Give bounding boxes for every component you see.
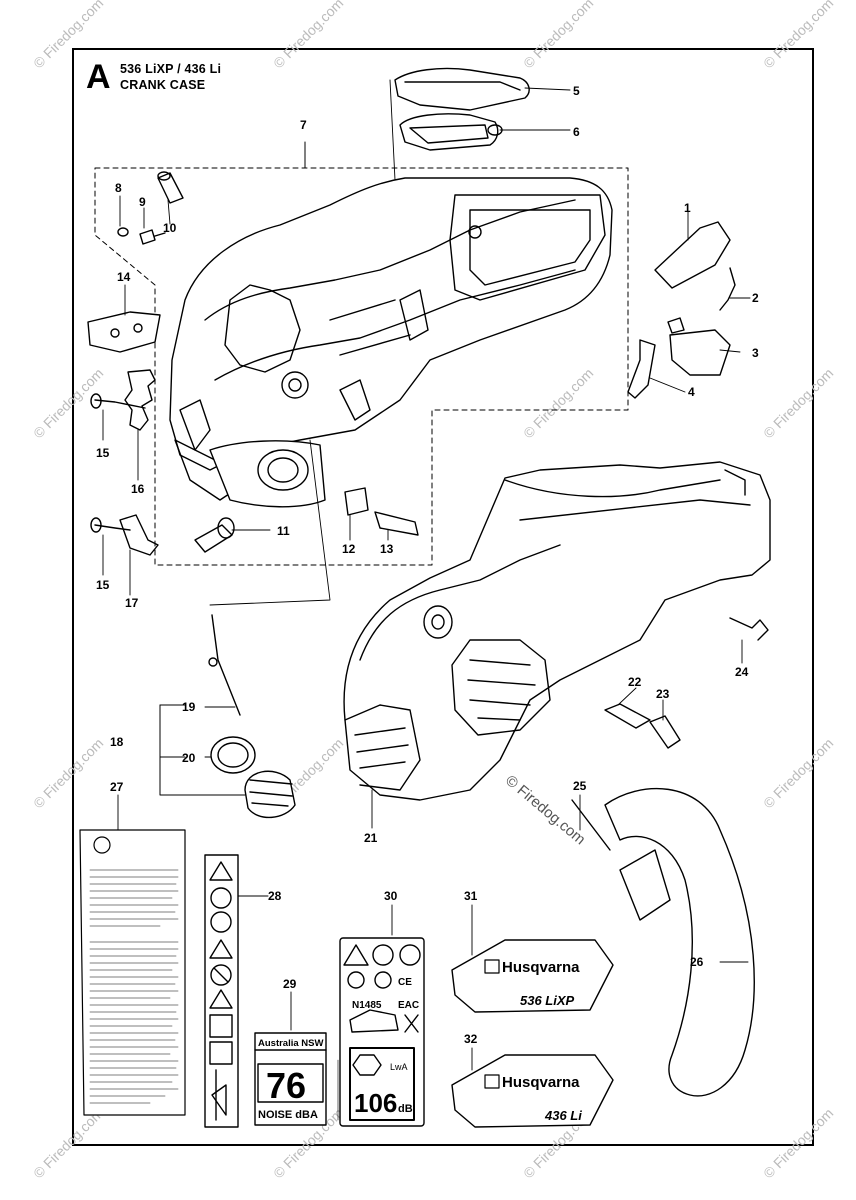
decal-29 xyxy=(254,1032,327,1126)
spring-part-22 xyxy=(604,703,651,729)
callout-31: 31 xyxy=(464,889,478,903)
callout-19: 19 xyxy=(182,700,196,714)
lever-part-1 xyxy=(654,221,731,289)
section-letter: A xyxy=(86,58,111,96)
spring-part-2-coil xyxy=(667,317,685,334)
screw-part-24 xyxy=(729,617,769,641)
plate-part-14 xyxy=(87,311,161,353)
noise-region: Australia NSW xyxy=(258,1038,323,1049)
lwa-unit: dB xyxy=(398,1103,413,1115)
callout-8: 8 xyxy=(115,181,122,195)
rotor-housing-part xyxy=(209,440,326,508)
leader-lines xyxy=(102,79,751,1071)
lwa-value: 106 xyxy=(354,1088,397,1118)
stop-part-12 xyxy=(344,487,369,516)
decal-27 xyxy=(79,829,186,1116)
valve-part-9 xyxy=(139,229,166,245)
callout-6: 6 xyxy=(573,125,580,139)
decal-28 xyxy=(204,854,239,1128)
handle-bar-part-26 xyxy=(604,787,755,1097)
callout-5: 5 xyxy=(573,84,580,98)
plug-part-8 xyxy=(117,227,129,237)
decal-31 xyxy=(451,939,614,1013)
callout-32: 32 xyxy=(464,1032,478,1046)
model-heading: 536 LiXP / 436 Li xyxy=(120,62,222,76)
callout-22: 22 xyxy=(628,675,642,689)
callout-24: 24 xyxy=(735,665,749,679)
callout-21: 21 xyxy=(364,831,378,845)
callout-11: 11 xyxy=(277,524,290,538)
model-decal-31: 536 LiXP xyxy=(520,993,575,1008)
spring-part-2 xyxy=(719,267,736,311)
callout-23: 23 xyxy=(656,687,670,701)
callout-12: 12 xyxy=(342,542,356,556)
sleeve-part-10 xyxy=(157,172,184,204)
brand-31: Husqvarna xyxy=(502,959,580,976)
callout-4: 4 xyxy=(688,385,695,399)
callout-30: 30 xyxy=(384,889,398,903)
model-decal-32: 436 Li xyxy=(544,1108,582,1123)
noise-unit: NOISE dBA xyxy=(258,1109,318,1121)
callout-15a: 15 xyxy=(96,446,110,460)
callout-29: 29 xyxy=(283,977,297,991)
noise-value: 76 xyxy=(266,1065,306,1106)
section-title: CRANK CASE xyxy=(120,78,206,92)
callout-16: 16 xyxy=(131,482,145,496)
bracket-part-16 xyxy=(124,369,156,431)
callout-7: 7 xyxy=(300,118,307,132)
callout-9: 9 xyxy=(139,195,146,209)
callout-14: 14 xyxy=(117,270,131,284)
ce-mark: CE xyxy=(398,977,412,988)
callout-15b: 15 xyxy=(96,578,110,592)
ring-part-20 xyxy=(210,736,256,774)
clip-part-17 xyxy=(119,514,159,556)
housing-part-21 xyxy=(343,461,771,801)
eac-mark: EAC xyxy=(398,1000,419,1011)
diagram-frame xyxy=(72,48,814,1146)
cover-part-5 xyxy=(394,67,530,111)
brand-32: Husqvarna xyxy=(502,1074,580,1091)
callout-26: 26 xyxy=(690,955,704,969)
callout-20: 20 xyxy=(182,751,196,765)
callout-27: 27 xyxy=(110,780,124,794)
cert-code: N1485 xyxy=(352,1000,382,1011)
cable-part-19 xyxy=(211,614,241,716)
decal-32 xyxy=(451,1054,614,1128)
callout-2: 2 xyxy=(752,291,759,305)
callout-25: 25 xyxy=(573,779,587,793)
callout-28: 28 xyxy=(268,889,282,903)
callout-13: 13 xyxy=(380,542,394,556)
callout-1: 1 xyxy=(684,201,691,215)
screw-part-15b xyxy=(94,524,131,531)
lwa-label: LwA xyxy=(390,1062,408,1072)
callout-17: 17 xyxy=(125,596,139,610)
callout-10: 10 xyxy=(163,221,177,235)
handle-mount-part-25 xyxy=(619,849,671,921)
decal-30 xyxy=(337,937,425,1127)
pin-part-4 xyxy=(627,339,656,399)
callout-18: 18 xyxy=(110,735,124,749)
group-box-7 xyxy=(94,167,629,566)
bolt-part-13 xyxy=(374,511,419,536)
trigger-part-3 xyxy=(669,329,731,376)
button-part-23 xyxy=(649,715,681,749)
callout-3: 3 xyxy=(752,346,759,360)
crankcase-part xyxy=(169,177,613,501)
